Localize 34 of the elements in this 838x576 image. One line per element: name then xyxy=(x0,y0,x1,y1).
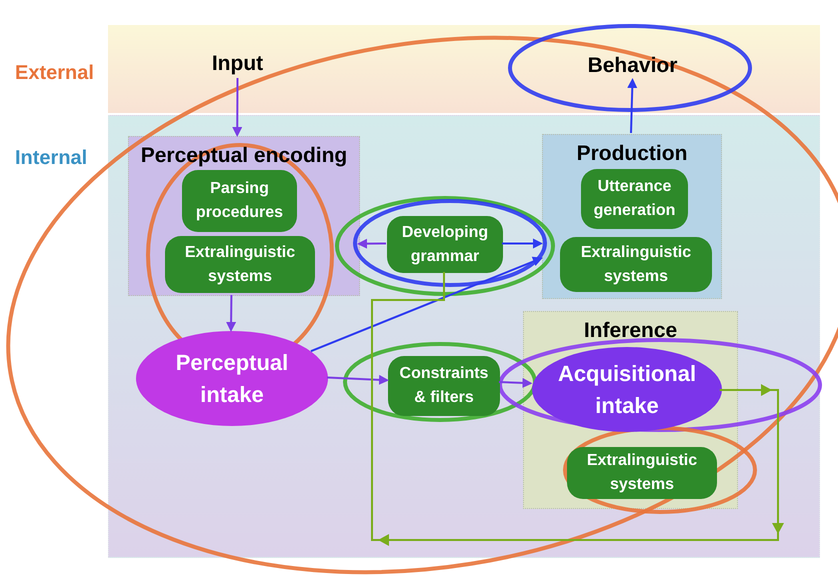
arrow xyxy=(627,78,638,134)
box-text: Constraints & filters xyxy=(398,364,490,408)
stage-panel xyxy=(542,134,722,299)
zone-label: Internal xyxy=(15,146,88,171)
ellipse-text: Perceptual intake xyxy=(174,348,290,408)
stage-label: Input xyxy=(212,51,264,78)
intake-ellipse xyxy=(532,347,722,432)
process-box xyxy=(567,447,717,499)
box-text: Extralinguistic systems xyxy=(586,451,698,495)
internal-band xyxy=(108,115,820,558)
stage-panel xyxy=(128,136,360,296)
process-box xyxy=(581,169,688,229)
box-text: Parsing procedures xyxy=(194,179,284,223)
stage-panel xyxy=(523,311,738,509)
arrow xyxy=(371,272,784,546)
arrow xyxy=(310,256,543,352)
stage-label: Behavior xyxy=(588,53,678,80)
zone-label: External xyxy=(15,61,94,86)
box-text: Utterance generation xyxy=(592,177,676,221)
arrow xyxy=(502,238,543,249)
process-box xyxy=(165,236,315,293)
box-text: Developing grammar xyxy=(400,222,490,266)
process-box xyxy=(388,356,500,416)
arrow xyxy=(226,294,236,332)
panel-heading: Production xyxy=(576,141,688,167)
process-box xyxy=(560,237,712,292)
arrow xyxy=(357,238,386,249)
external-band xyxy=(108,25,820,113)
ellipse-text: Acquisitional intake xyxy=(556,360,698,420)
box-text: Extralinguistic systems xyxy=(580,242,692,286)
box-text: Extralinguistic systems xyxy=(184,242,296,286)
process-box xyxy=(387,216,503,273)
panel-heading: Inference xyxy=(582,318,678,344)
process-box xyxy=(182,170,297,232)
